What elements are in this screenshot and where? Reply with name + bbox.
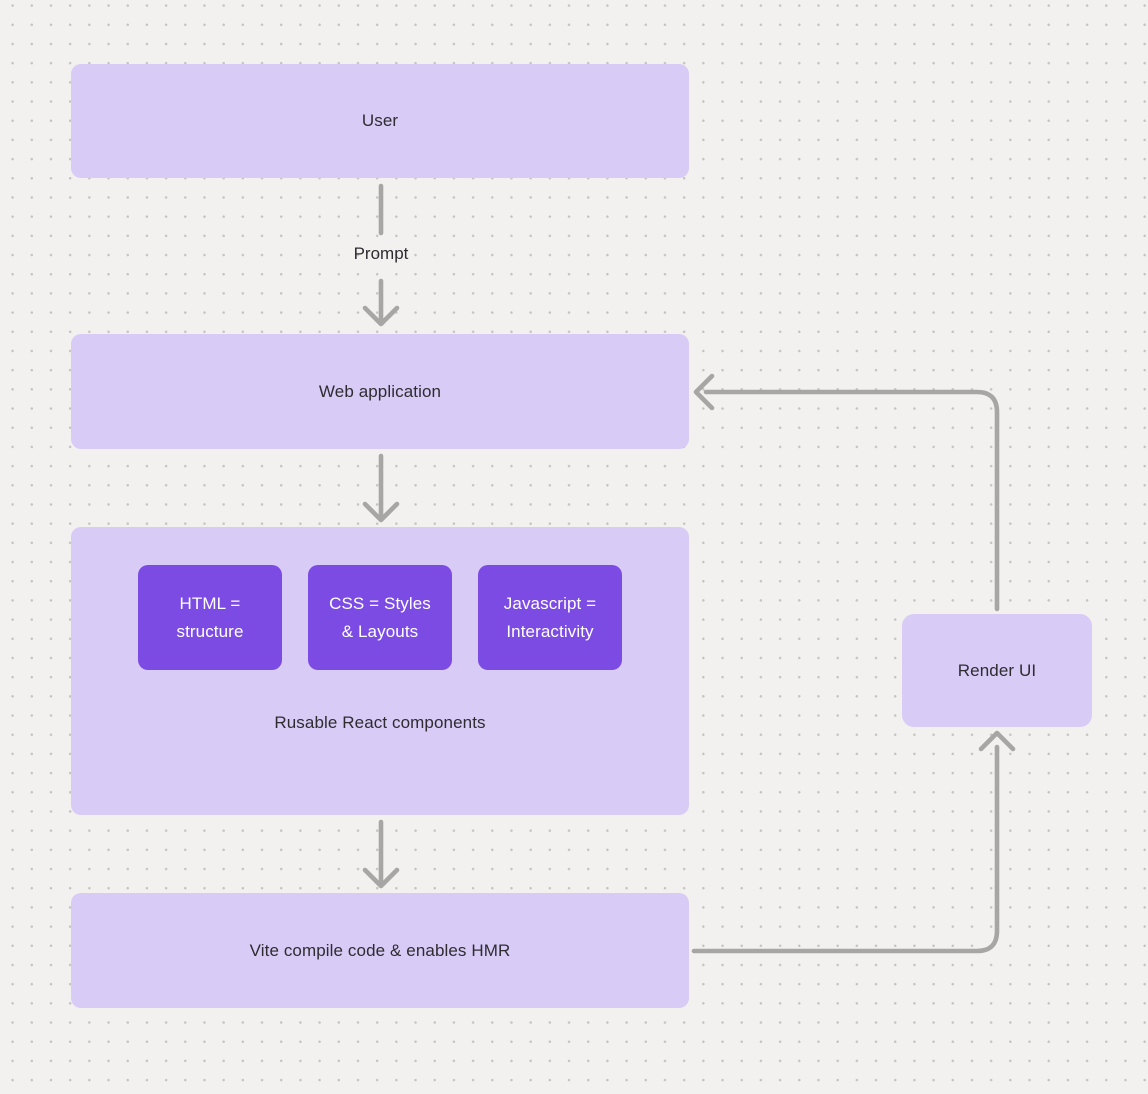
node-user-label: User — [361, 111, 399, 130]
node-render-ui-label: Render UI — [957, 660, 1037, 680]
node-css-styles-label: CSS = Styles & Layouts — [329, 593, 431, 641]
edge-render-ui-to-web-application — [693, 373, 1000, 612]
edge-vite-to-render-ui — [691, 730, 1016, 954]
node-render-ui: Render UI — [902, 614, 1092, 727]
edge-user-to-web-application — [362, 183, 400, 327]
node-html-structure-label: HTML = structure — [176, 593, 244, 641]
node-user: User — [71, 64, 689, 178]
node-css-styles: CSS = Styles & Layouts — [308, 565, 452, 670]
components-group-label: Rusable React components — [274, 713, 486, 732]
node-web-application: Web application — [71, 334, 689, 449]
edge-components-to-vite — [362, 819, 400, 889]
node-vite-label: Vite compile code & enables HMR — [249, 940, 511, 960]
node-html-structure: HTML = structure — [138, 565, 282, 670]
node-web-application-label: Web application — [318, 381, 442, 401]
edge-web-application-to-components — [362, 453, 400, 523]
node-javascript-interactivity-label: Javascript = Interactivity — [503, 593, 597, 641]
node-javascript-interactivity: Javascript = Interactivity — [478, 565, 622, 670]
edge-label-prompt: Prompt — [353, 244, 409, 263]
node-components-group: HTML = structure CSS = Styles & Layouts … — [71, 527, 689, 815]
node-vite: Vite compile code & enables HMR — [71, 893, 689, 1008]
